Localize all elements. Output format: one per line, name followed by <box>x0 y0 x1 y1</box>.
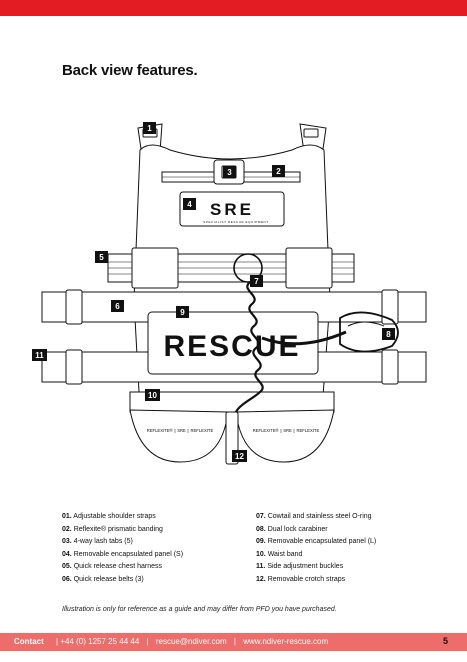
feature-item: 09. Removable encapsulated panel (L) <box>256 538 377 546</box>
footer-contact-label: Contact <box>14 637 44 646</box>
top-brand-band <box>0 0 467 16</box>
disclaimer-note: Illustration is only for reference as a … <box>62 606 337 613</box>
cowtail-coil <box>235 281 264 413</box>
sre-logo-text: SRE <box>210 200 254 219</box>
carabiner <box>339 311 399 353</box>
feature-item: 01. Adjustable shoulder straps <box>62 513 156 520</box>
svg-text:6: 6 <box>115 302 120 311</box>
svg-text:1: 1 <box>147 124 152 133</box>
feature-item: 08. Dual lock carabiner <box>256 525 328 533</box>
svg-text:5: 5 <box>99 253 104 262</box>
svg-text:REFLEXITE® ▯ SRE ▯ REFLEXITE: REFLEXITE® ▯ SRE ▯ REFLEXITE <box>253 428 320 433</box>
feature-item: 10. Waist band <box>256 550 303 558</box>
svg-text:10: 10 <box>148 391 157 400</box>
feature-item: 05. Quick release chest harness <box>62 563 163 571</box>
footer-separator: | <box>233 637 236 646</box>
features-list-right: 07. Cowtail and stainless steel O-ring 0… <box>256 511 376 587</box>
footer-separator: | <box>56 637 59 646</box>
feature-item: 06. Quick release belts (3) <box>62 575 144 583</box>
footer-email-link[interactable]: rescue@ndiver.com <box>155 637 227 646</box>
svg-text:4: 4 <box>187 200 192 209</box>
svg-text:8: 8 <box>386 330 391 339</box>
svg-text:SPECIALIST RESCUE EQUIPMENT: SPECIALIST RESCUE EQUIPMENT <box>203 220 269 224</box>
feature-item: 02. Reflexite® prismatic banding <box>62 525 163 533</box>
feature-item: 11. Side adjustment buckles <box>256 563 344 571</box>
footer-website-link[interactable]: www.ndiver-rescue.com <box>243 637 329 646</box>
rescue-panel-text: RESCUE <box>163 330 300 363</box>
footer-separator: | <box>146 637 149 646</box>
large-encapsulated-panel <box>147 311 319 375</box>
waist-belt-upper <box>41 291 427 323</box>
svg-text:12: 12 <box>235 452 244 461</box>
o-ring <box>233 253 263 283</box>
svg-text:11: 11 <box>35 351 44 360</box>
svg-text:REFLEXITE® ▯ SRE ▯ REFLEXITE: REFLEXITE® ▯ SRE ▯ REFLEXITE <box>147 428 214 433</box>
svg-text:3: 3 <box>227 168 232 177</box>
page-title: Back view features. <box>62 62 198 79</box>
features-list-left: 01. Adjustable shoulder straps 02. Refle… <box>62 511 183 587</box>
feature-item: 04. Removable encapsulated panel (S) <box>62 550 184 558</box>
callout-markers: 1 2 3 4 5 6 7 8 9 10 11 12 <box>32 122 395 462</box>
page-number: 5 <box>443 636 449 646</box>
feature-item: 07. Cowtail and stainless steel O-ring <box>256 513 372 520</box>
small-encapsulated-panel <box>179 191 285 227</box>
feature-item: 12. Removable crotch straps <box>256 575 346 583</box>
cowtail-strap <box>261 330 347 346</box>
waist-band <box>129 391 335 413</box>
contact-footer: Contact | +44 (0) 1257 25 44 44 | rescue… <box>0 633 467 651</box>
svg-text:2: 2 <box>276 167 281 176</box>
svg-text:7: 7 <box>254 277 259 286</box>
vest-back-illustration: SRE SPECIALIST RESCUE EQUIPMENT RESCUE R… <box>32 122 427 465</box>
feature-item: 03. 4-way lash tabs (5) <box>62 538 133 546</box>
svg-text:9: 9 <box>180 308 185 317</box>
footer-phone[interactable]: +44 (0) 1257 25 44 44 <box>60 637 140 646</box>
